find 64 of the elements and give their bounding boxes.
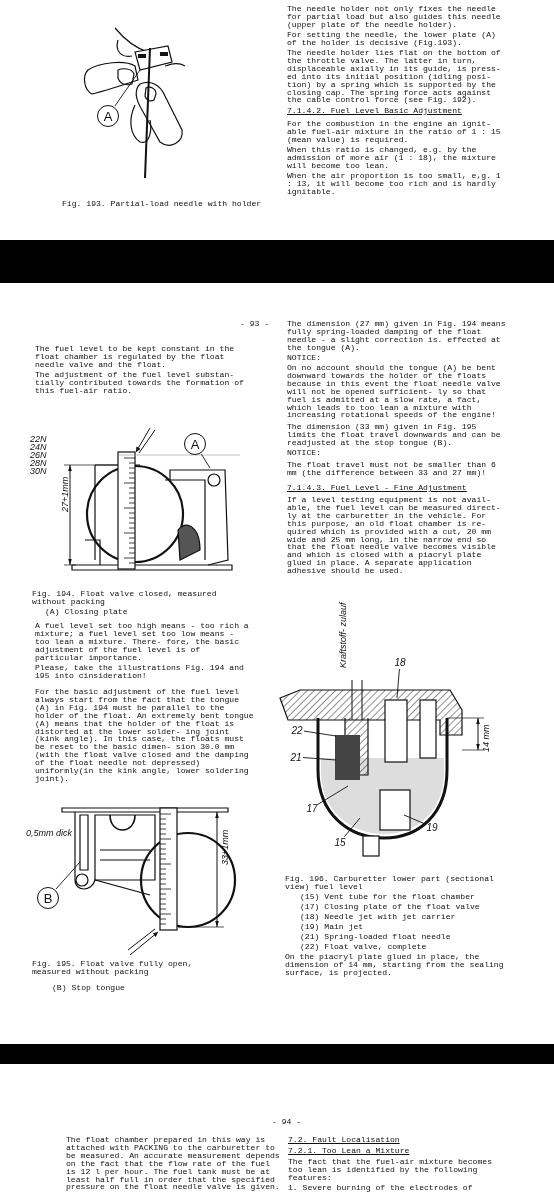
dimension-label: 28N: [30, 460, 47, 468]
legend-item: (19) Main jet: [300, 923, 365, 931]
callout-number: 19: [426, 821, 438, 833]
leader-line: [200, 453, 211, 469]
callout-number: 17: [306, 802, 318, 814]
legend-item: (17) Closing plate of the float valve: [300, 903, 481, 911]
legend-item: (21) Spring-loaded float needle: [300, 933, 452, 941]
notice-heading: NOTICE:: [287, 449, 322, 457]
section-heading: 7.1.4.3. Fuel Level - Fine Adjustment: [287, 484, 468, 492]
section-heading: 7.2.1. Too Lean a Mixture: [288, 1147, 411, 1155]
dimension-label: 24N: [30, 444, 47, 452]
notice-heading: NOTICE:: [287, 354, 322, 362]
body-text: For setting the needle, the lower plate (A) of the holder is decisive (Fig.193).: [287, 31, 497, 47]
legend-item: (18) Needle jet with jet carrier: [300, 913, 457, 921]
section-heading: 7.1.4.2. Fuel Level Basic Adjustment: [287, 107, 463, 115]
body-text: When the air proportion is too small, e,g. 1 : 13, it will become too rich and is hardly ignitable.: [287, 172, 502, 196]
leader-line: [344, 817, 361, 838]
figure-caption: Fig. 194. Float valve closed, measured without packing: [32, 590, 218, 606]
dimension-label: 14 mm: [483, 724, 491, 752]
legend-item: (22) Float valve, complete: [300, 943, 428, 951]
page-number: - 93 -: [240, 320, 270, 328]
body-text: The dimension (33 mm) given in Fig. 195 limits the float travel downwards and can be readjusted at the stop tongue (B).: [287, 423, 502, 447]
body-text: When this ratio is changed, e.g. by the admission of more air (1 : 18), the mixture will become too lean.: [287, 146, 497, 170]
body-text: On the piacryl plate glued in place, the dimension of 14 mm, starting from the sealing surface, is projected.: [285, 953, 505, 977]
dimension-label: 30N: [30, 468, 47, 476]
body-text: The fact that the fuel-air mixture becomes too lean is identified by the following features:: [288, 1158, 493, 1182]
callout-number: 21: [290, 751, 302, 763]
leader-line: [303, 730, 337, 737]
callout-number: 15: [334, 836, 346, 848]
body-text: The dimension (27 mm) given in Fig. 194 means fully spring-loaded damping of the float needle - a slight correction is. effected at the tongue (A).: [287, 320, 507, 352]
leader-line: [302, 757, 337, 761]
body-text: The adjustment of the fuel level substan- tially contributed towards the formation of this fuel-air ratio.: [35, 371, 245, 395]
dimension-label: 22N: [30, 436, 47, 444]
body-text: For the basic adjustment of the fuel level always start from the fact that the tongue (A) in Fig. 194 must be parallel to the holder of the float. An extremely bent tongue (A) means that the holder of the float is distorted at the lower solder- ing joint (kink angle). In this case, the floats must be reset to the basic dimen- sion 30.0 mm (with the float valve closed and the damping of the float needle not depressed) uniformly(in the kink angle, lower soldering joint).: [35, 688, 255, 783]
leader-line: [396, 668, 400, 699]
dimension-label: 27+1mm: [62, 476, 70, 512]
leader-line: [55, 861, 81, 890]
body-text: The float chamber prepared in this way is attached with PACKING to the carburetter to be measured. An accurate measurement depends on the fact that the flow rate of the fuel is 12 l per hour. The fuel tank must be at least half full in order that the specified pressure on the float needle valve is given.: [66, 1136, 281, 1192]
figure-caption: Fig. 195. Float valve fully open, measured without packing: [32, 960, 194, 976]
dimension-label: Kraftstoff- zulauf: [340, 602, 348, 668]
body-text: A fuel level set too high means - too rich a mixture; a fuel level set too low means - too lean a mixture. There- fore, the basic adjustment of the fuel level is of particular importance.: [35, 622, 250, 662]
body-text: Please, take the illustrations Fig. 194 and 195 into cinsideration!: [35, 664, 245, 680]
body-text: The needle holder lies flat on the bottom of the throttle valve. The latter in turn, displaceable axially in its guide, is press- ed into its initial position (idling posi- tion) by a spring which is supported by the closing cap. The spring force acts against the cable control force (see Fig. 192).: [287, 49, 502, 105]
dimension-label: 0,5mm dick: [26, 830, 72, 838]
body-text: The float travel must not be smaller than 6 mm (the difference between 33 and 27 mm)!: [287, 461, 497, 477]
body-text: If a level testing equipment is not avail- able, the fuel level can be measured direct- ly at the carburetter in the vehicle. For this purpose, an old float chamber is re- quired which is provided with a cut, 20 mm wide and 25 mm long, in the narrow end so that the float needle valve becomes visible and which is closed with a piacryl plate glued in place. A separate application adhesive should be used.: [287, 496, 502, 576]
body-text: The fuel level to be kept constant in the float chamber is regulated by the float needle valve and the float.: [35, 345, 236, 369]
body-text: On no account should the tongue (A) be bent downward towards the holder of the floats because in this event the float needle valve will not be opened sufficient- ly so that fuel is admitted at a slow rate, a fact, which leads to too lean a mixture with increasing rotational speeds of the engine!: [287, 364, 502, 420]
leader-line: [114, 69, 141, 107]
figure-caption: Fig. 193. Partial-load needle with holder: [62, 200, 263, 208]
dimension-label: 26N: [30, 452, 47, 460]
body-text: The needle holder not only fixes the needle for partial load but also guides this needle (upper plate of the needle holder).: [287, 5, 502, 29]
callout-number: 22: [291, 724, 303, 736]
page-number: - 94 -: [272, 1118, 302, 1126]
body-text: 1. Severe burning of the electrodes of: [288, 1184, 474, 1192]
leader-line: [403, 814, 426, 825]
figure-caption: (B) Stop tongue: [52, 984, 126, 992]
body-text: For the combustion in the engine an ignit- able fuel-air mixture in the ratio of 1 : 15 (mean value) is required.: [287, 120, 502, 144]
callout-number: 18: [394, 656, 406, 668]
figure-caption: Fig. 196. Carburetter lower part (sectional view) fuel level: [285, 875, 495, 891]
figure-caption: (A) Closing plate: [45, 608, 129, 616]
section-heading: 7.2. Fault Localisation: [288, 1136, 401, 1144]
legend-item: (15) Vent tube for the float chamber: [300, 893, 476, 901]
leader-line: [317, 785, 349, 805]
